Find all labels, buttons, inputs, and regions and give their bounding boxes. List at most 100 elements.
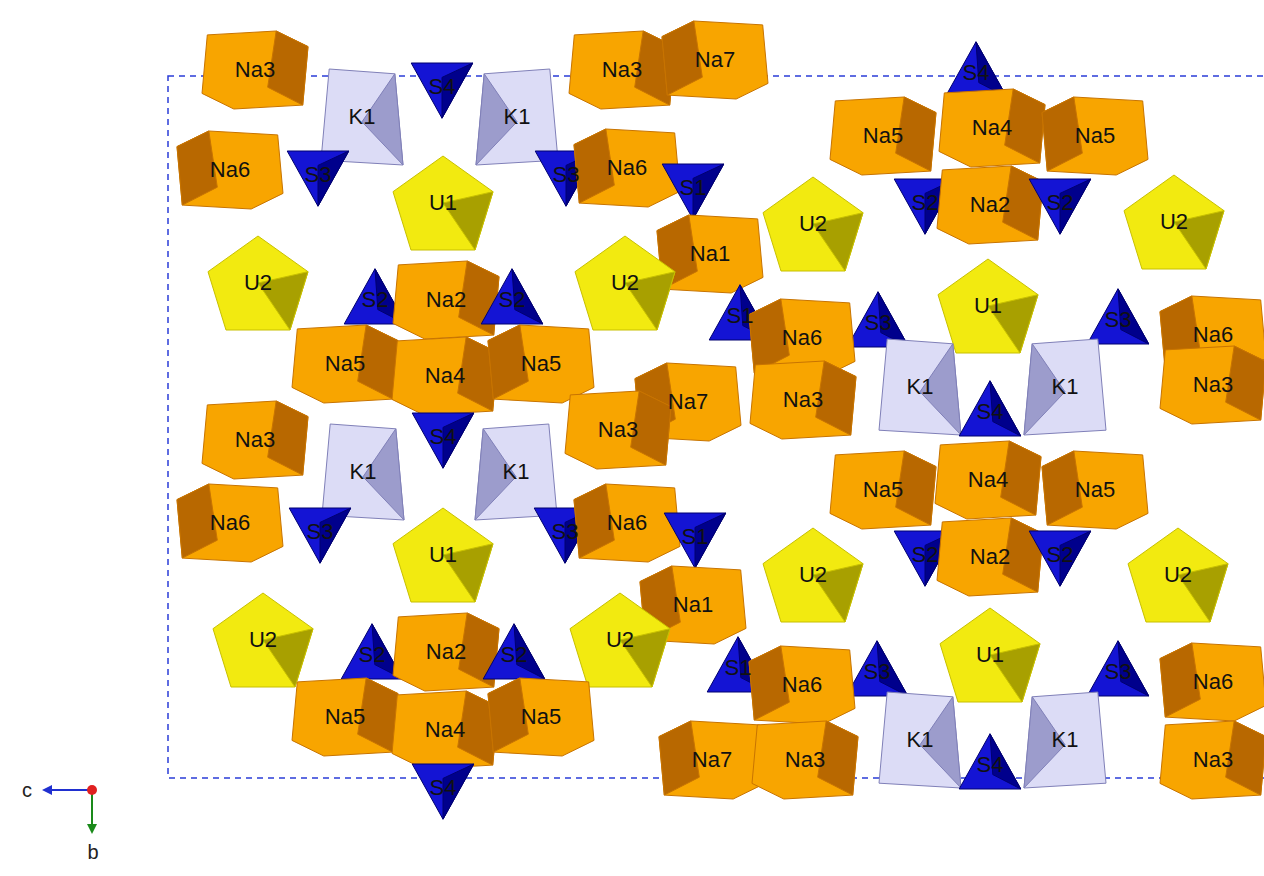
site-label: U1 xyxy=(974,295,1002,317)
site-label: S1 xyxy=(725,657,752,679)
na-polyhedron: Na2 xyxy=(937,518,1043,596)
u-polyhedron: U1 xyxy=(940,608,1040,702)
polyhedron-face xyxy=(318,151,349,206)
na-polyhedron: Na4 xyxy=(935,441,1041,519)
polyhedron-face xyxy=(565,391,671,469)
site-label: Na4 xyxy=(968,469,1008,491)
na-polyhedron: Na3 xyxy=(202,401,308,479)
s-tetrahedron: S2 xyxy=(1032,179,1088,227)
site-label: Na6 xyxy=(210,159,250,181)
polyhedron-face xyxy=(208,236,308,330)
polyhedron-face xyxy=(920,344,961,435)
site-label: S3 xyxy=(1105,661,1132,683)
polyhedron-face xyxy=(940,608,1040,702)
polyhedron-face xyxy=(574,484,614,558)
polyhedron-face xyxy=(202,31,308,109)
site-label: Na3 xyxy=(783,389,823,411)
s-tetrahedron: S3 xyxy=(290,151,346,199)
s-tetrahedron: S3 xyxy=(849,648,905,696)
na-polyhedron: Na6 xyxy=(177,484,283,562)
u-polyhedron: U2 xyxy=(208,236,308,330)
na-polyhedron: Na5 xyxy=(292,678,398,756)
polyhedron-face xyxy=(358,325,398,399)
site-label: U2 xyxy=(1164,564,1192,586)
site-label: K1 xyxy=(1052,729,1079,751)
k-polyhedron: K1 xyxy=(322,424,404,520)
na-polyhedron: Na2 xyxy=(937,166,1043,244)
polyhedron-face xyxy=(878,292,909,347)
polyhedron-face xyxy=(818,721,858,795)
polyhedron-face xyxy=(990,381,1021,436)
site-label: S3 xyxy=(552,521,579,543)
polyhedron-face xyxy=(1118,289,1149,344)
site-label: Na3 xyxy=(602,59,642,81)
site-label: Na7 xyxy=(668,391,708,413)
polyhedron-face xyxy=(476,74,517,165)
a-axis-dot xyxy=(87,785,97,795)
na-polyhedron: Na3 xyxy=(565,391,671,469)
site-label: Na6 xyxy=(1193,671,1233,693)
polyhedron-face xyxy=(1024,344,1065,435)
polyhedron-face xyxy=(258,272,308,330)
polyhedron-face xyxy=(362,74,403,165)
site-label: Na5 xyxy=(1075,479,1115,501)
polyhedron-face xyxy=(443,192,493,250)
polyhedron-face xyxy=(879,339,961,435)
polyhedron-face xyxy=(990,644,1040,702)
polyhedron-face xyxy=(749,646,789,720)
polyhedron-face xyxy=(945,42,1007,97)
na-polyhedron: Na5 xyxy=(292,325,398,403)
polyhedron-face xyxy=(664,513,726,568)
site-label: S4 xyxy=(977,754,1004,776)
polyhedron-face xyxy=(1042,451,1148,529)
na-polyhedron: Na1 xyxy=(657,215,763,293)
polyhedron-face xyxy=(1160,643,1264,721)
polyhedron-face xyxy=(976,42,1007,97)
site-label: U2 xyxy=(611,272,639,294)
polyhedron-face xyxy=(392,691,498,769)
site-label: S4 xyxy=(430,426,457,448)
polyhedron-face xyxy=(569,31,675,109)
polyhedron-face xyxy=(1060,531,1091,586)
polyhedron-face xyxy=(1005,89,1045,163)
u-polyhedron: U1 xyxy=(393,156,493,250)
u-polyhedron: U1 xyxy=(393,508,493,602)
na-polyhedron: Na3 xyxy=(750,361,856,439)
site-label: S2 xyxy=(912,544,939,566)
polyhedron-face xyxy=(877,641,908,696)
site-label: S4 xyxy=(429,76,456,98)
site-label: U2 xyxy=(799,564,827,586)
polyhedron-face xyxy=(393,508,493,602)
site-label: U1 xyxy=(429,544,457,566)
polyhedron-face xyxy=(1024,339,1106,435)
site-label: Na5 xyxy=(1075,125,1115,147)
na-polyhedron: Na3 xyxy=(1160,346,1264,424)
polyhedron-face xyxy=(393,156,493,250)
site-label: Na3 xyxy=(1193,749,1233,771)
s-tetrahedron: S4 xyxy=(415,413,471,461)
k-polyhedron: K1 xyxy=(879,692,961,788)
s-tetrahedron: S4 xyxy=(415,764,471,812)
na-polyhedron: Na2 xyxy=(393,261,499,339)
polyhedron-face xyxy=(662,21,768,99)
polyhedron-face xyxy=(1024,692,1106,788)
na-polyhedron: Na3 xyxy=(1160,721,1264,799)
polyhedron-face xyxy=(268,31,308,105)
polyhedron-face xyxy=(959,734,1021,789)
site-label: S1 xyxy=(682,526,709,548)
s-tetrahedron: S1 xyxy=(665,164,721,212)
polyhedron-face xyxy=(292,325,398,403)
polyhedron-face xyxy=(847,292,909,347)
s-tetrahedron: S3 xyxy=(1090,648,1146,696)
polyhedron-face xyxy=(488,325,594,403)
site-label: Na5 xyxy=(521,706,561,728)
s-tetrahedron: S4 xyxy=(962,741,1018,789)
polyhedron-face xyxy=(879,692,961,788)
site-label: S3 xyxy=(1105,309,1132,331)
polyhedron-face xyxy=(938,259,1038,353)
site-label: Na3 xyxy=(235,59,275,81)
polyhedron-face xyxy=(358,678,398,752)
polyhedron-face xyxy=(662,164,724,219)
site-label: S4 xyxy=(977,401,1004,423)
site-label: Na3 xyxy=(598,419,638,441)
